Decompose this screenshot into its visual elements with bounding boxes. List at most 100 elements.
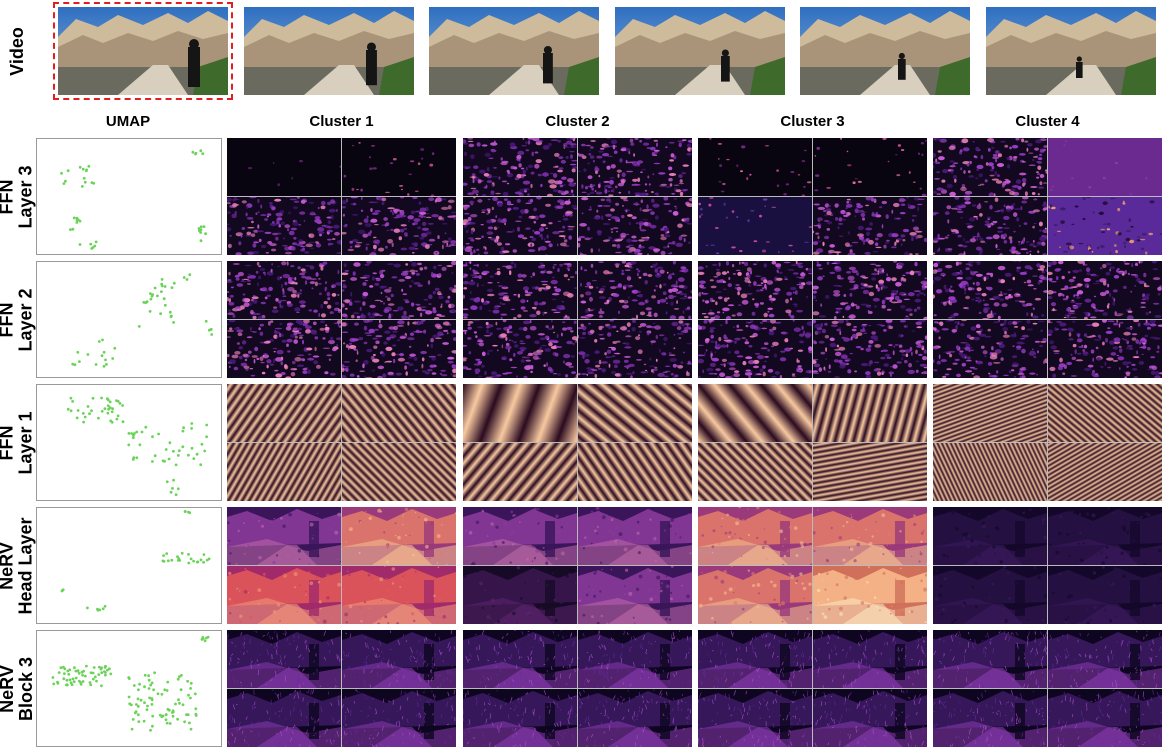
umap-point	[147, 687, 151, 690]
umap-point	[199, 558, 203, 562]
feature-map-tile	[933, 566, 1047, 624]
cluster-panel	[227, 384, 456, 501]
umap-point	[76, 409, 80, 412]
umap-point	[100, 671, 104, 675]
umap-point	[132, 456, 136, 460]
umap-point	[130, 727, 134, 731]
umap-point	[190, 422, 194, 425]
umap-point	[148, 310, 152, 313]
umap-point	[137, 688, 140, 692]
umap-point	[192, 457, 196, 460]
feature-map-tile	[578, 630, 692, 688]
feature-map-tile	[813, 689, 927, 747]
umap-point	[62, 665, 65, 669]
umap-point	[83, 415, 87, 419]
umap-point	[92, 666, 96, 669]
umap-point	[78, 165, 82, 169]
umap-point	[69, 228, 72, 231]
video-frame	[615, 7, 785, 95]
feature-map-tile	[813, 566, 927, 624]
umap-point	[210, 333, 214, 336]
umap-point	[179, 688, 183, 692]
umap-point	[109, 419, 113, 423]
umap-point	[66, 669, 70, 673]
umap-point	[100, 409, 104, 413]
umap-point	[204, 319, 208, 323]
feature-map-tile	[342, 261, 456, 319]
umap-point	[166, 680, 170, 684]
umap-point	[149, 728, 152, 732]
umap-point	[187, 561, 191, 565]
umap-point	[84, 169, 88, 173]
row-label-line-1: NeRV	[0, 664, 17, 713]
umap-point	[168, 441, 172, 445]
umap-point	[151, 724, 154, 728]
umap-point	[205, 435, 209, 439]
umap-point	[131, 436, 135, 440]
umap-point	[170, 558, 174, 562]
umap-point	[203, 449, 207, 453]
feature-map-tile	[698, 197, 812, 255]
umap-point	[150, 703, 154, 706]
feature-map-tile	[933, 630, 1047, 688]
umap-point	[106, 404, 110, 408]
umap-point	[76, 350, 80, 354]
feature-map-tile	[1048, 138, 1162, 196]
umap-point	[130, 432, 133, 435]
umap-point	[80, 185, 84, 188]
feature-map-tile	[463, 689, 577, 747]
umap-point	[200, 442, 204, 446]
umap-point	[51, 676, 55, 679]
umap-point	[185, 713, 188, 716]
panel-divider	[933, 196, 1162, 197]
umap-point	[110, 410, 114, 414]
cluster-3-header: Cluster 3	[780, 113, 845, 130]
umap-point	[71, 362, 75, 366]
umap-point	[160, 284, 164, 288]
umap-point	[77, 671, 81, 675]
umap-point	[101, 338, 104, 342]
umap-point	[93, 675, 97, 679]
feature-map-tile	[813, 443, 927, 501]
panel-divider	[933, 688, 1162, 689]
umap-point	[189, 681, 193, 685]
row-label-line-2: Block 3	[16, 656, 36, 721]
umap-point	[197, 227, 201, 230]
umap-point	[180, 551, 184, 555]
umap-point	[199, 225, 203, 229]
feature-map-tile	[578, 138, 692, 196]
feature-map-tile	[578, 566, 692, 624]
row-label-line-1: FFN	[0, 425, 18, 461]
umap-point	[97, 665, 101, 669]
umap-point	[190, 446, 194, 450]
umap-point	[78, 219, 82, 223]
umap-point	[91, 671, 95, 675]
feature-map-tile	[463, 443, 577, 501]
umap-point	[142, 300, 146, 304]
umap-point	[62, 677, 66, 681]
umap-point	[165, 480, 169, 484]
video-label-text: Video	[6, 26, 27, 76]
umap-point	[88, 681, 92, 684]
umap-point	[139, 698, 143, 702]
cluster-panel	[933, 138, 1162, 255]
umap-point	[94, 363, 98, 366]
umap-point	[109, 672, 113, 676]
umap-point	[83, 180, 87, 184]
panel-divider	[933, 565, 1162, 566]
umap-point	[113, 346, 117, 350]
panel-divider	[227, 688, 456, 689]
umap-point	[69, 396, 73, 400]
umap-point	[79, 681, 83, 684]
umap-point	[187, 553, 190, 556]
umap-point	[132, 684, 136, 687]
umap-point	[92, 181, 96, 185]
cluster-panel	[227, 630, 456, 747]
panel-divider	[463, 196, 692, 197]
umap-point	[65, 683, 69, 687]
umap-point	[202, 553, 206, 556]
